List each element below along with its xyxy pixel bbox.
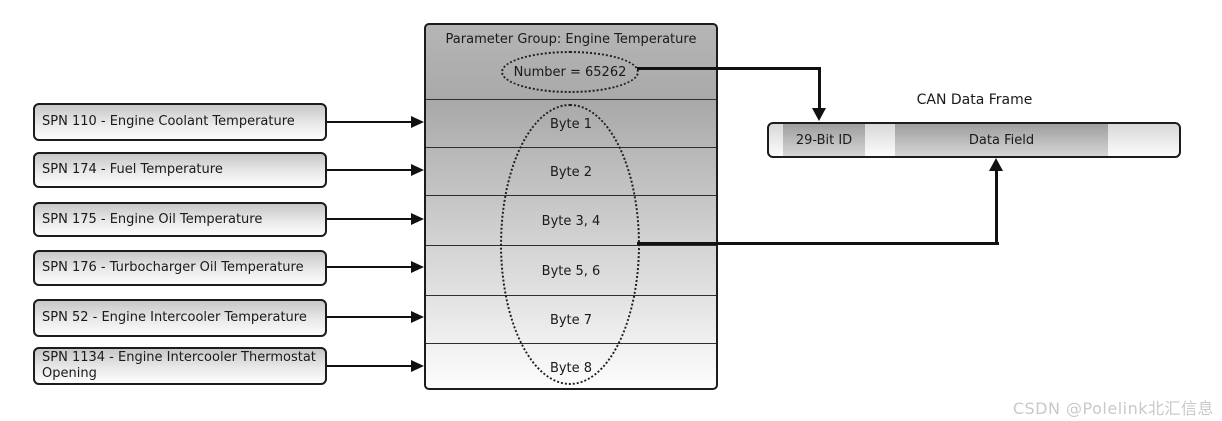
spn-box-52: SPN 52 - Engine Intercooler Temperature — [33, 299, 327, 337]
spn-box-label: SPN 110 - Engine Coolant Temperature — [42, 114, 295, 129]
bytes-group-ellipse — [500, 104, 640, 385]
parameter-group-table: Parameter Group: Engine Temperature Numb… — [424, 23, 718, 390]
spn-box-label: SPN 174 - Fuel Temperature — [42, 162, 223, 177]
spn-box-label: SPN 1134 - Engine Intercooler Thermostat… — [42, 350, 316, 381]
bytes-to-datafield-arrow-line — [995, 170, 998, 245]
spn-arrow-head-icon — [411, 116, 424, 128]
spn-arrow-head-icon — [411, 213, 424, 225]
spn-box-label: SPN 175 - Engine Oil Temperature — [42, 211, 263, 227]
spn-arrow-line — [327, 218, 413, 220]
spn-arrow-head-icon — [411, 261, 424, 273]
can-segment-data-field: Data Field — [895, 124, 1108, 156]
spn-arrow-line — [327, 365, 413, 367]
spn-arrow-line — [327, 316, 413, 318]
spn-arrow-line — [327, 266, 413, 268]
parameter-group-title: Parameter Group: Engine Temperature — [445, 32, 697, 47]
spn-arrow-head-icon — [411, 360, 424, 372]
can-frame-bar: 29-Bit ID Data Field — [767, 122, 1181, 158]
bytes-to-datafield-arrow-line — [637, 242, 999, 245]
spn-box-110: SPN 110 - Engine Coolant Temperature — [33, 103, 327, 141]
spn-box-176: SPN 176 - Turbocharger Oil Temperature — [33, 250, 327, 286]
pgn-to-id-arrow-line — [818, 67, 821, 110]
pgn-to-id-arrow-head-icon — [812, 108, 826, 121]
spn-box-1134: SPN 1134 - Engine Intercooler Thermostat… — [33, 347, 327, 385]
spn-arrow-head-icon — [411, 311, 424, 323]
parameter-group-header: Parameter Group: Engine Temperature — [426, 25, 716, 99]
spn-arrow-line — [327, 121, 413, 123]
spn-box-174: SPN 174 - Fuel Temperature — [33, 152, 327, 188]
bytes-to-datafield-arrow-head-icon — [989, 158, 1003, 171]
spn-box-label: SPN 52 - Engine Intercooler Temperature — [42, 310, 307, 325]
watermark: CSDN @Polelink北汇信息 — [1012, 399, 1214, 418]
spn-arrow-line — [327, 169, 413, 171]
spn-arrow-head-icon — [411, 164, 424, 176]
pgn-to-id-arrow-line — [637, 67, 821, 70]
pgn-number-ellipse: Number = 65262 — [501, 51, 639, 93]
can-frame-title: CAN Data Frame — [916, 92, 1033, 108]
spn-box-label: SPN 176 - Turbocharger Oil Temperature — [42, 260, 304, 275]
spn-box-175: SPN 175 - Engine Oil Temperature — [33, 202, 327, 237]
can-segment-29bit-id: 29-Bit ID — [783, 124, 865, 156]
